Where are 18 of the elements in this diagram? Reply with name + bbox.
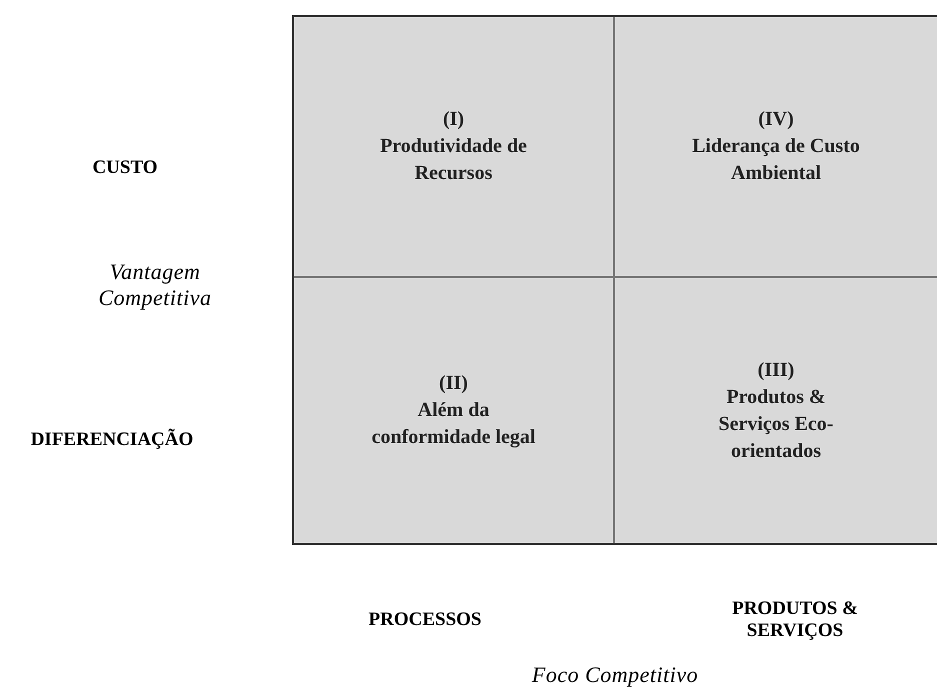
axis-value-label: PROCESSOS bbox=[368, 609, 482, 631]
axis-title: Vantagem Competitiva bbox=[97, 259, 213, 311]
quadrant-title: Produtividade de Recursos bbox=[379, 134, 528, 186]
quadrant-number: (III) bbox=[758, 358, 794, 382]
quadrant-box bbox=[294, 278, 613, 543]
quadrant-number: (I) bbox=[442, 107, 464, 132]
quadrant-title: Produtos & Serviços Eco-orientados bbox=[718, 384, 834, 464]
axis-title: Foco Competitivo bbox=[530, 662, 700, 688]
quadrant-box bbox=[294, 17, 613, 276]
quadrant-number: (IV) bbox=[758, 107, 794, 132]
quadrant-box bbox=[615, 17, 937, 276]
quadrant-title: Liderança de Custo Ambiental bbox=[691, 134, 861, 186]
quadrant-number: (II) bbox=[439, 371, 468, 396]
quadrant-box bbox=[615, 278, 937, 543]
axis-value-label: PRODUTOS & SERVIÇOS bbox=[731, 598, 859, 642]
axis-value-label: DIFERENCIAÇÃO bbox=[30, 429, 194, 451]
quadrant-title: Além da conformidade legal bbox=[370, 398, 536, 450]
axis-value-label: CUSTO bbox=[91, 157, 159, 179]
